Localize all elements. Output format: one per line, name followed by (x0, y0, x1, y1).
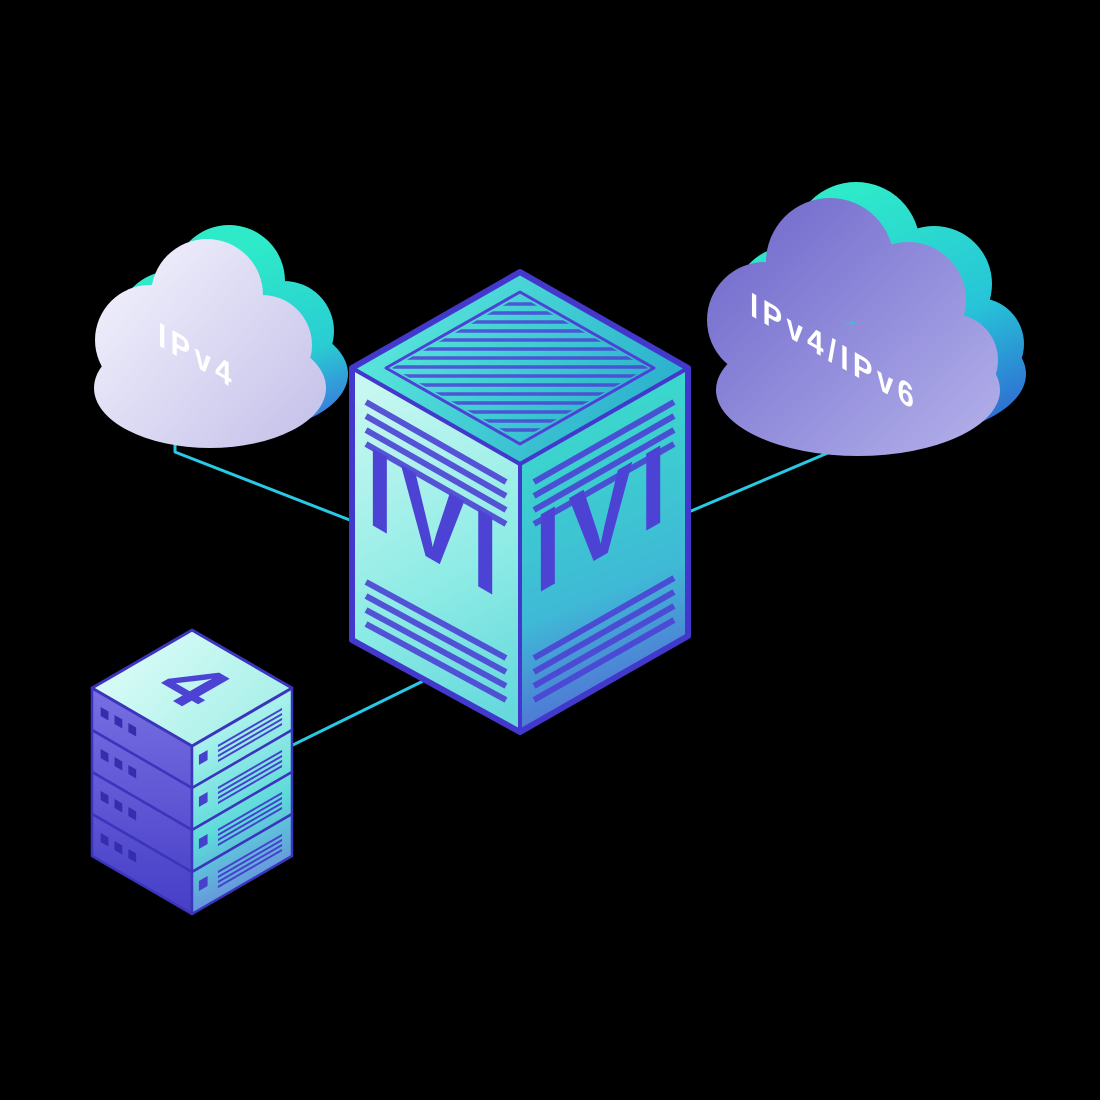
ipv4-cloud-body (94, 239, 326, 448)
ivi-translator-box: IVI IVI (349, 269, 691, 735)
server-stack-top-face (90, 628, 294, 748)
server-unit (90, 812, 294, 916)
box-right-face-stripes (532, 399, 676, 703)
ipv4-cloud: IPv4 (94, 225, 348, 448)
server-unit (90, 770, 294, 874)
server-stack: 4 (90, 628, 294, 916)
server-vents (198, 749, 283, 807)
box-left-face-stripes (364, 399, 508, 703)
ipv4-ipv6-cloud-body (707, 198, 1000, 456)
box-top-inner-border (384, 290, 656, 446)
box-outline (349, 269, 691, 735)
ipv4-ipv6-cloud: IPv4/IPv6 (707, 182, 1026, 456)
server-vents (198, 707, 283, 765)
